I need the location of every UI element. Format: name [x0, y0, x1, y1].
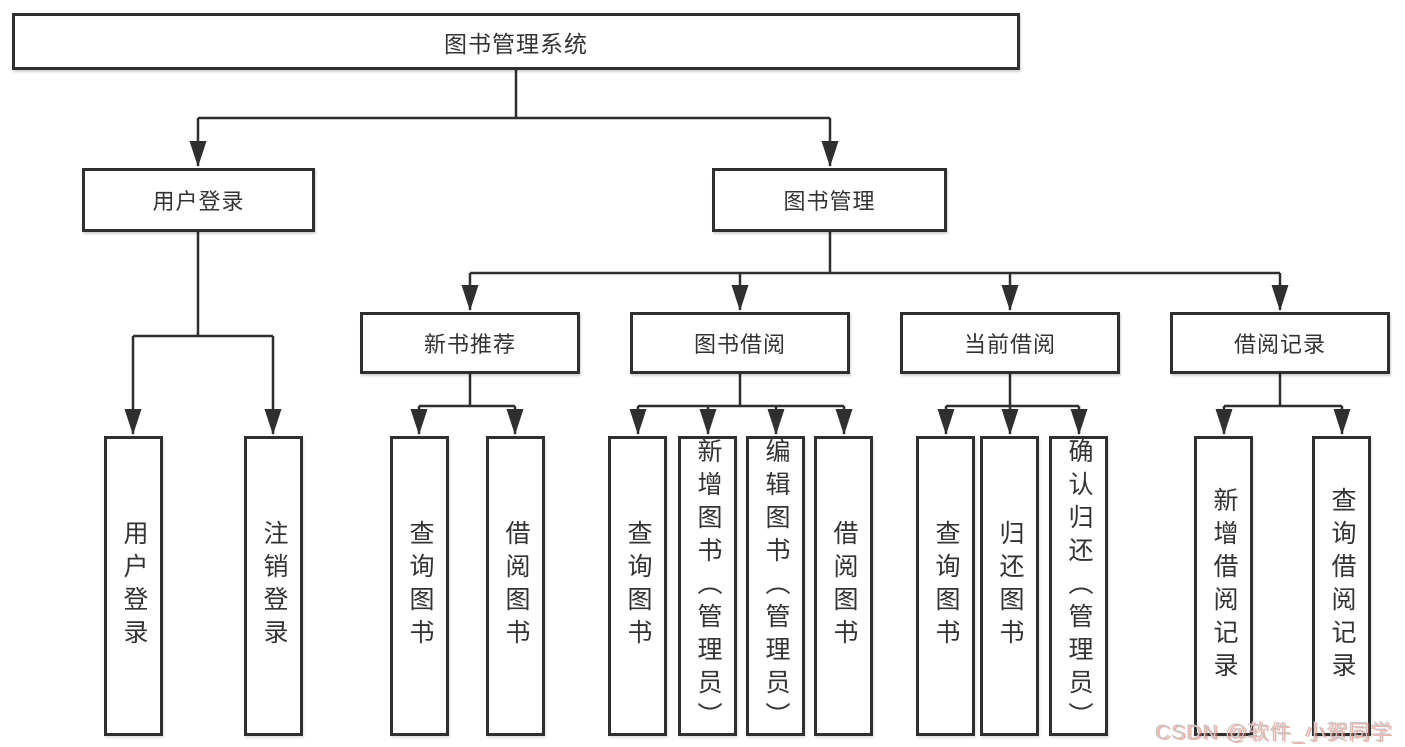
node-label: 借阅图书	[830, 520, 858, 652]
node-label: 确认归还（管理员）	[1065, 437, 1093, 735]
node-label: 新增借阅记录	[1210, 487, 1238, 685]
connector-book-management-trunk	[470, 232, 1280, 275]
connector-new-book-trunk	[419, 374, 515, 408]
node-book-management-module: 图书管理	[712, 168, 947, 232]
node-label: 新增图书（管理员）	[694, 437, 722, 735]
leaf-edit-books-admin: 编辑图书（管理员）	[746, 436, 805, 736]
leaf-add-borrow-record: 新增借阅记录	[1194, 436, 1253, 736]
connector-root-trunk	[198, 70, 830, 120]
node-label: 新书推荐	[423, 332, 516, 357]
node-label: 借阅记录	[1233, 332, 1326, 357]
connector-user-login-trunk	[133, 232, 273, 338]
leaf-user-login: 用户登录	[104, 436, 163, 736]
node-label: 查询图书	[932, 520, 960, 652]
leaf-borrow-books-1: 借阅图书	[486, 436, 545, 736]
node-label: 查询图书	[406, 520, 434, 652]
node-label: 用户登录	[152, 189, 245, 214]
node-book-borrowing: 图书借阅	[630, 312, 850, 374]
node-current-borrowing: 当前借阅	[900, 312, 1120, 374]
node-label: 当前借阅	[963, 332, 1056, 357]
node-label: 查询图书	[624, 520, 652, 652]
node-label: 归还图书	[996, 520, 1024, 652]
leaf-borrow-books-2: 借阅图书	[814, 436, 873, 736]
node-label: 借阅图书	[502, 520, 530, 652]
connector-book-borrow-trunk	[638, 374, 844, 408]
node-label: 编辑图书（管理员）	[762, 437, 790, 735]
leaf-query-books-3: 查询图书	[916, 436, 975, 736]
node-borrowing-records: 借阅记录	[1170, 312, 1390, 374]
leaf-return-books: 归还图书	[980, 436, 1039, 736]
leaf-query-books-1: 查询图书	[390, 436, 449, 736]
node-label: 图书管理	[783, 189, 876, 214]
node-label: 图书管理系统	[444, 30, 588, 57]
node-label: 查询借阅记录	[1328, 487, 1356, 685]
node-root-book-management-system: 图书管理系统	[12, 13, 1020, 70]
leaf-confirm-return-admin: 确认归还（管理员）	[1049, 436, 1108, 736]
csdn-watermark: CSDN @软件_小贺同学	[1154, 721, 1392, 744]
node-user-login-module: 用户登录	[82, 168, 315, 232]
leaf-add-books-admin: 新增图书（管理员）	[678, 436, 737, 736]
leaf-logout: 注销登录	[244, 436, 303, 736]
node-label: 用户登录	[120, 520, 148, 652]
connector-borrow-records-trunk	[1224, 374, 1342, 408]
leaf-query-borrow-record: 查询借阅记录	[1312, 436, 1371, 736]
node-label: 注销登录	[260, 520, 288, 652]
leaf-query-books-2: 查询图书	[608, 436, 667, 736]
node-label: 图书借阅	[693, 332, 786, 357]
connector-current-borrow-trunk	[946, 374, 1079, 408]
node-new-book-recommendation: 新书推荐	[360, 312, 580, 374]
